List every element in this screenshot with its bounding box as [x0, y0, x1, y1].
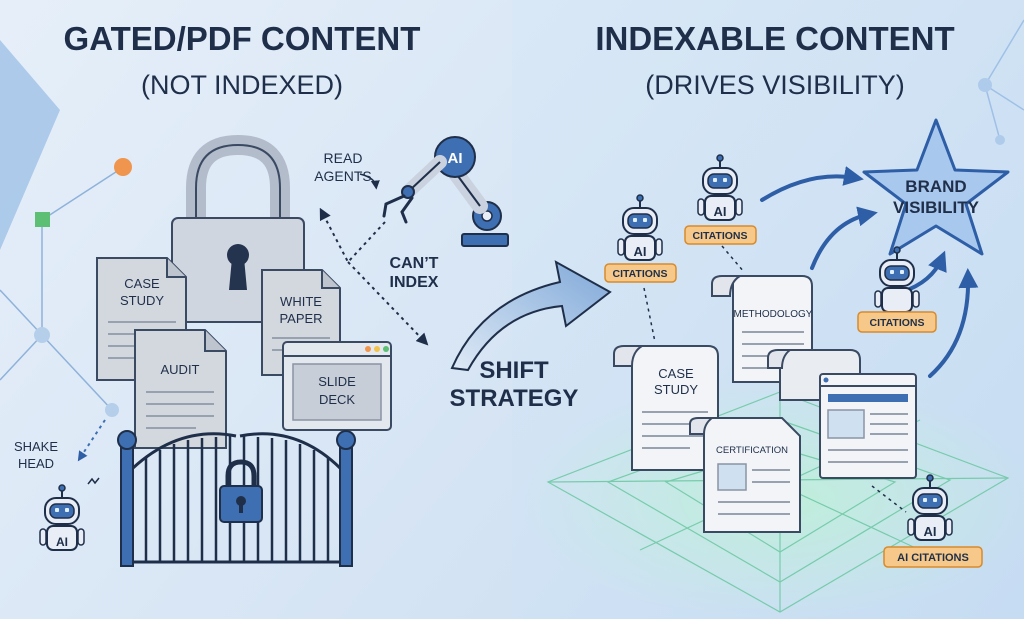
robot-connectors	[643, 245, 907, 513]
slide-deck-label-line1: SLIDE	[318, 374, 356, 389]
shake-head-line2: HEAD	[18, 456, 54, 471]
shake-lines	[87, 477, 100, 485]
citations-badge-2	[684, 225, 757, 245]
certification-document: CERTIFICATION	[689, 417, 801, 533]
read-agents-arrow	[359, 173, 380, 190]
case-study-right-line2: STUDY	[654, 382, 698, 397]
right-title: INDEXABLE CONTENT	[595, 20, 954, 57]
read-agents-line2: AGENTS	[314, 168, 372, 184]
right-subtitle: (DRIVES VISIBILITY)	[645, 70, 905, 100]
white-paper-label-line1: WHITE	[280, 294, 322, 309]
white-paper-label-line2: PAPER	[279, 311, 322, 326]
certification-label: CERTIFICATION	[716, 445, 788, 456]
ai-citations-badge-text: AI CITATIONS	[897, 552, 969, 564]
case-study-scroll: CASE STUDY	[613, 345, 719, 471]
dotted-arrow-up	[319, 207, 386, 264]
slide-deck-window: SLIDE DECK	[282, 341, 392, 431]
case-study-label-line1: CASE	[124, 276, 160, 291]
dotted-arrow-shake	[77, 419, 106, 462]
dotted-arrow-down	[347, 261, 429, 346]
left-subtitle: (NOT INDEXED)	[141, 70, 343, 100]
robot-arm-label: AI	[448, 150, 463, 167]
case-study-right-line1: CASE	[658, 366, 694, 381]
slide-deck-label-line2: DECK	[319, 392, 355, 407]
orange-dot	[114, 158, 132, 176]
small-padlock-icon	[219, 459, 263, 523]
brand-visibility-star-icon	[862, 118, 1010, 256]
left-network-decoration	[0, 40, 132, 417]
shift-strategy-line2: STRATEGY	[450, 385, 579, 412]
audit-document: AUDIT	[134, 329, 227, 449]
visibility-arrows	[760, 166, 979, 378]
citations-badge-3-text: CITATIONS	[869, 317, 924, 329]
shake-robot-label: AI	[56, 535, 68, 549]
shake-head-line1: SHAKE	[14, 439, 58, 454]
citations-badge-2-text: CITATIONS	[692, 230, 747, 242]
brand-visibility-line1: BRAND	[905, 177, 966, 196]
left-title: GATED/PDF CONTENT	[64, 20, 421, 57]
read-agents-line1: READ	[324, 150, 363, 166]
citations-badge-1-text: CITATIONS	[612, 268, 667, 280]
right-network-decoration	[978, 19, 1024, 145]
ai-citations-badge	[883, 546, 983, 568]
cant-index-line2: INDEX	[390, 274, 439, 291]
methodology-label: METHODOLOGY	[734, 309, 813, 320]
shift-strategy-line1: SHIFT	[479, 357, 549, 384]
case-study-label-line2: STUDY	[120, 293, 164, 308]
green-square	[35, 212, 50, 227]
robot-4-label: AI	[924, 524, 937, 539]
audit-label: AUDIT	[161, 362, 200, 377]
robot-2-label: AI	[714, 204, 727, 219]
citations-badge-3	[857, 311, 937, 333]
brand-visibility-line2: VISIBILITY	[893, 198, 980, 217]
robot-1-label: AI	[634, 244, 647, 259]
gate-icon	[117, 430, 356, 567]
robot-arm-icon	[382, 136, 509, 247]
shift-strategy-arrow	[450, 260, 612, 372]
citations-badge-1	[604, 263, 677, 283]
cant-index-line1: CAN’T	[390, 255, 439, 272]
webpage-window	[819, 373, 917, 479]
